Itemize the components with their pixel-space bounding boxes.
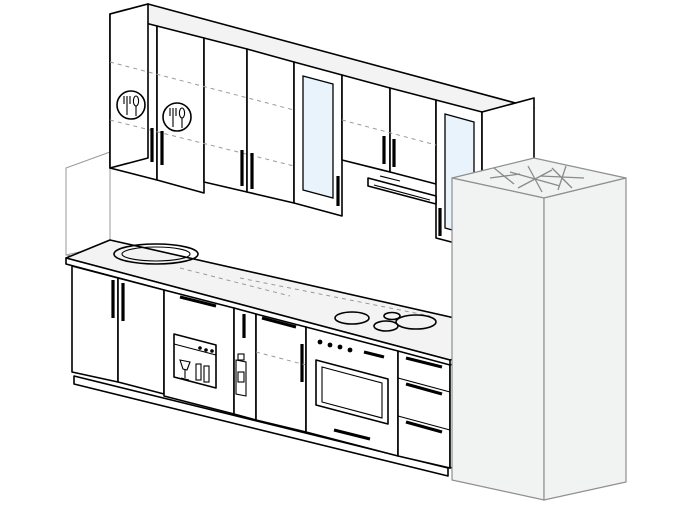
glass-panel — [302, 75, 334, 199]
drawer-unit — [397, 350, 451, 469]
bottle-icon — [235, 353, 247, 397]
upper-cabinets — [109, 3, 535, 251]
upper-cabinet-left-side — [109, 3, 149, 169]
drawer-handle — [405, 420, 443, 434]
cooktop — [334, 311, 437, 332]
wine-glass-icon — [179, 359, 210, 383]
sink — [113, 243, 199, 265]
oven-controls — [317, 339, 385, 359]
range-hood — [367, 175, 437, 205]
base-door-3 — [255, 313, 307, 433]
oven-control-bar — [363, 350, 385, 359]
hood-cabinet-right — [389, 87, 437, 185]
drawer-handle — [405, 382, 443, 396]
base-door-2 — [117, 277, 165, 395]
base-door-1 — [71, 265, 119, 383]
cutlery-icon — [116, 90, 146, 120]
dishwasher-handle — [179, 295, 217, 308]
fridge-front — [451, 177, 545, 501]
snowflake-icon — [489, 165, 585, 193]
refrigerator — [451, 157, 627, 501]
oven-drawer-handle — [333, 428, 371, 441]
cutlery-icon — [162, 102, 192, 132]
fridge-side — [543, 177, 627, 501]
drawer-handle — [405, 356, 443, 369]
upper-cabinet-door-4 — [246, 48, 295, 204]
dishwasher-panel — [173, 333, 217, 389]
drawer-handle — [261, 316, 297, 329]
oven-door — [315, 359, 389, 425]
